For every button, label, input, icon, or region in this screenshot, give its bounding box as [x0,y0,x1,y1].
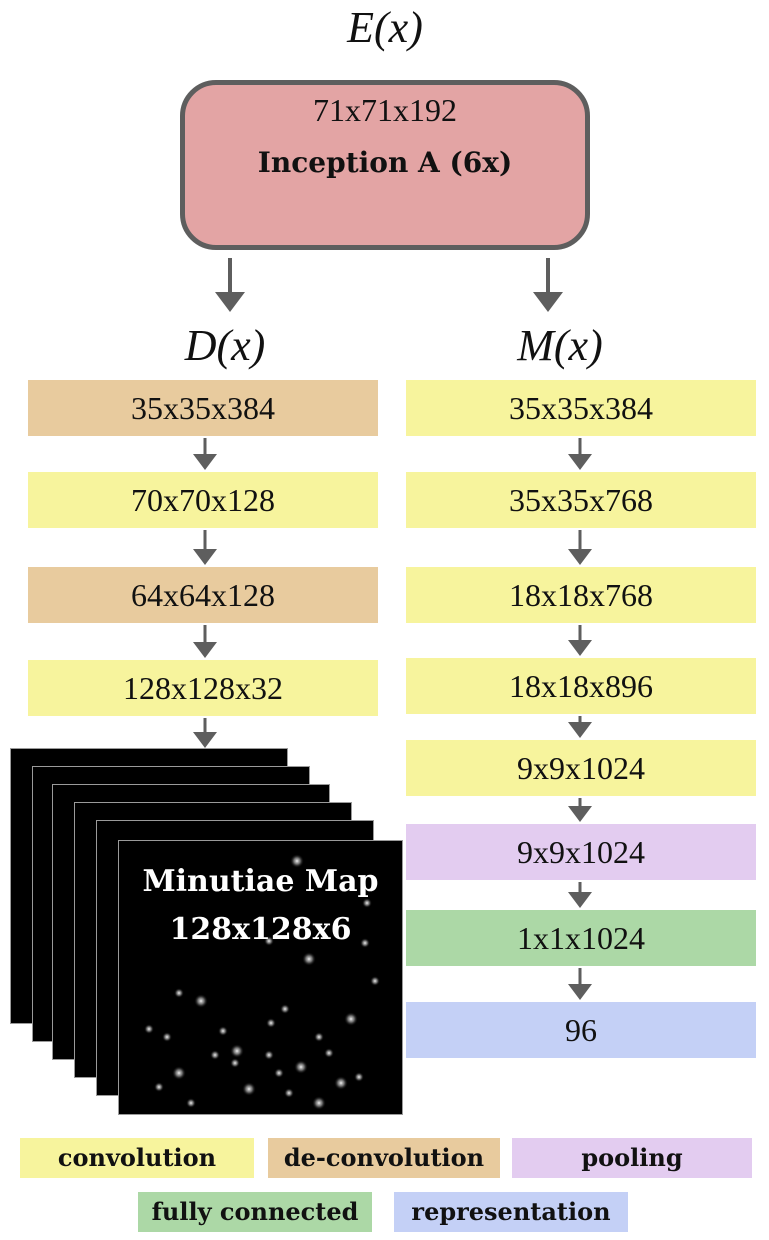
matcher-layer-5: 9x9x1024 [406,740,756,796]
minutiae-point [264,1050,274,1060]
encoder-name: Inception A (6x) [257,146,513,179]
encoder-dims: 71x71x192 [313,92,457,128]
minutiae-point [314,1032,324,1042]
minutiae-point [174,988,184,998]
legend-convolution: convolution [20,1138,254,1178]
matcher-layer-7: 1x1x1024 [406,910,756,966]
minutiae-point [280,1004,290,1014]
minutiae-point [242,1082,256,1096]
matcher-layer-4: 18x18x896 [406,658,756,714]
matcher-layer-1: 35x35x384 [406,380,756,436]
matcher-layer-2: 35x35x768 [406,472,756,528]
minutiae-point [284,1088,294,1098]
matcher-label: M(x) [517,321,603,370]
minutiae-point [266,1018,276,1028]
decoder-layer-3: 64x64x128 [28,567,378,623]
minutiae-point [230,1058,240,1068]
arrow-head [568,454,592,470]
arrow-head [193,642,217,658]
minutiae-point [302,952,316,966]
arrow-head [568,806,592,822]
minutiae-point [312,1096,326,1110]
arrow-head [533,292,563,312]
minutiae-map-dims: 128x128x6 [169,912,352,947]
arrow-head [568,640,592,656]
minutiae-point [324,1048,334,1058]
legend-representation: representation [394,1192,628,1232]
arrow-head [568,722,592,738]
minutiae-point [218,1026,228,1036]
arrow-head [215,292,245,312]
minutiae-point [264,936,274,946]
minutiae-point [194,994,208,1008]
minutiae-point [360,938,370,948]
minutiae-point [274,1068,284,1078]
minutiae-point [210,1050,220,1060]
legend-pooling: pooling [512,1138,752,1178]
arrow-head [568,549,592,565]
minutiae-point [290,854,304,868]
minutiae-point [230,1044,244,1058]
minutiae-point [344,1012,358,1026]
arrow-head [568,892,592,908]
minutiae-point [162,1032,172,1042]
minutiae-point [154,1082,164,1092]
arrow-head [193,732,217,748]
matcher-layer-8: 96 [406,1002,756,1058]
legend-fully-connected: fully connected [138,1192,372,1232]
arrow-head [568,984,592,1000]
minutiae-map-image [118,840,403,1115]
arrow-head [193,454,217,470]
minutiae-point [354,1072,364,1082]
matcher-layer-6: 9x9x1024 [406,824,756,880]
decoder-layer-1: 35x35x384 [28,380,378,436]
matcher-layer-3: 18x18x768 [406,567,756,623]
encoder-label: E(x) [347,3,423,52]
decoder-label: D(x) [184,321,266,370]
minutiae-point [172,1066,186,1080]
minutiae-points [144,854,380,1110]
minutiae-map-title: Minutiae Map [142,864,379,899]
arrow-head [193,549,217,565]
minutiae-point [186,1098,196,1108]
decoder-layer-4: 128x128x32 [28,660,378,716]
minutiae-point [362,898,372,908]
minutiae-point [144,1024,154,1034]
encoder-box [180,80,590,250]
decoder-layer-2: 70x70x128 [28,472,378,528]
minutiae-point [334,1076,348,1090]
legend-de-convolution: de-convolution [268,1138,500,1178]
minutiae-point [294,1060,308,1074]
minutiae-point [370,976,380,986]
